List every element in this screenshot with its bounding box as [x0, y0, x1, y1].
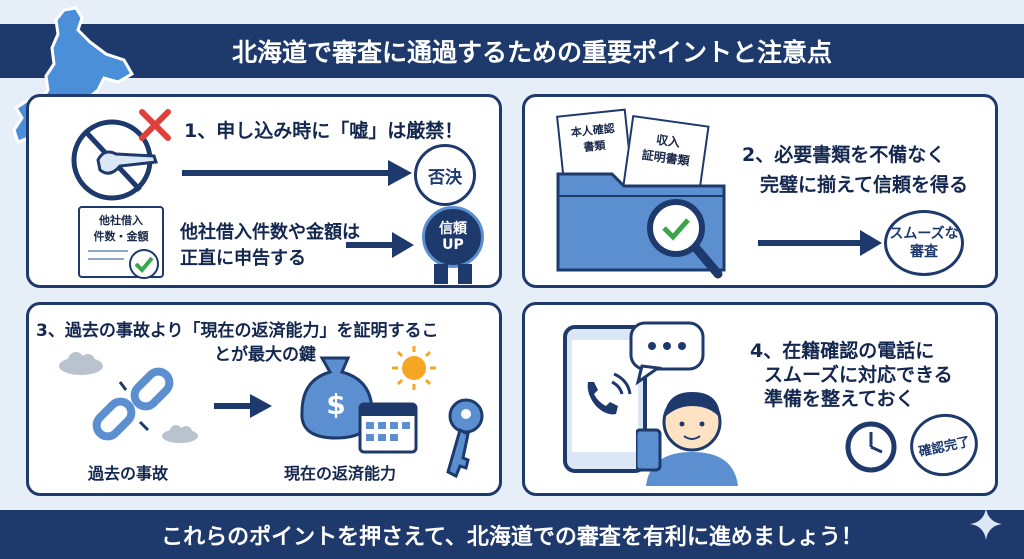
badge-line2: UP: [442, 237, 464, 253]
arrow-4: [214, 394, 272, 418]
panel3-heading-line1: 3、過去の事故より「現在の返済能力」を証明するこ: [36, 321, 439, 341]
panel1-heading: 1、申し込み時に「嘘」は厳禁！: [184, 120, 464, 142]
arrow-2: [346, 232, 414, 258]
badge-line1: 信頼: [439, 221, 467, 237]
footer-text: これらのポイントを押さえて、北海道での審査を有利に進めましょう！: [161, 524, 863, 550]
panel1-text-line2: 正直に申告する: [180, 248, 306, 269]
cloud-icon: [59, 352, 103, 375]
doc-label-line2: 件数・金額: [93, 230, 149, 243]
chain-broken-icon: [92, 367, 174, 441]
panel4-heading-line2: スムーズに対応できる: [764, 364, 953, 386]
panel4-heading-line1: 4、在籍確認の電話に: [750, 340, 935, 362]
sparkle-icon: [970, 508, 1002, 540]
panel2-heading-line2: 完璧に揃えて信頼を得る: [760, 174, 969, 196]
sun-icon: [392, 346, 436, 390]
arrow-3: [758, 230, 882, 256]
speech-bubble-icon: [629, 321, 705, 386]
svg-text:$: $: [326, 388, 345, 421]
person-icon: [636, 392, 738, 486]
money-bag-icon: $: [300, 356, 374, 440]
doc-label-line1: 他社借入: [99, 214, 143, 227]
panel4-heading-line3: 準備を整えておく: [764, 388, 915, 410]
panel2-heading-line1: 2、必要書類を不備なく: [742, 144, 946, 166]
smooth-review-stamp: スムーズな 審査: [884, 210, 964, 276]
panel-3: [26, 302, 502, 496]
label-present: 現在の返済能力: [284, 464, 397, 483]
no-lying-icon: [71, 119, 159, 201]
page-title: 北海道で審査に通過するための重要ポイントと注意点: [231, 38, 832, 67]
trust-badge: 信頼 UP: [420, 206, 486, 284]
cross-icon: [139, 109, 171, 141]
panel1-text-line1: 他社借入件数や金額は: [180, 222, 360, 243]
arrow-1: [182, 160, 412, 186]
panel3-heading-line2: とが最大の鍵: [214, 345, 316, 365]
title-banner: 北海道で審査に通過するための重要ポイントと注意点: [0, 24, 1024, 78]
key-icon: [446, 398, 484, 479]
clock-icon: [845, 421, 897, 473]
calendar-icon: [358, 402, 418, 454]
reject-stamp: 否決: [414, 144, 476, 206]
check-icon: [129, 249, 159, 279]
cloud-icon: [162, 425, 198, 443]
magnifier-icon: [647, 199, 723, 279]
phone-icon: [563, 325, 647, 473]
label-past: 過去の事故: [88, 464, 169, 483]
footer-banner: これらのポイントを押さえて、北海道での審査を有利に進めましょう！: [0, 510, 1024, 559]
